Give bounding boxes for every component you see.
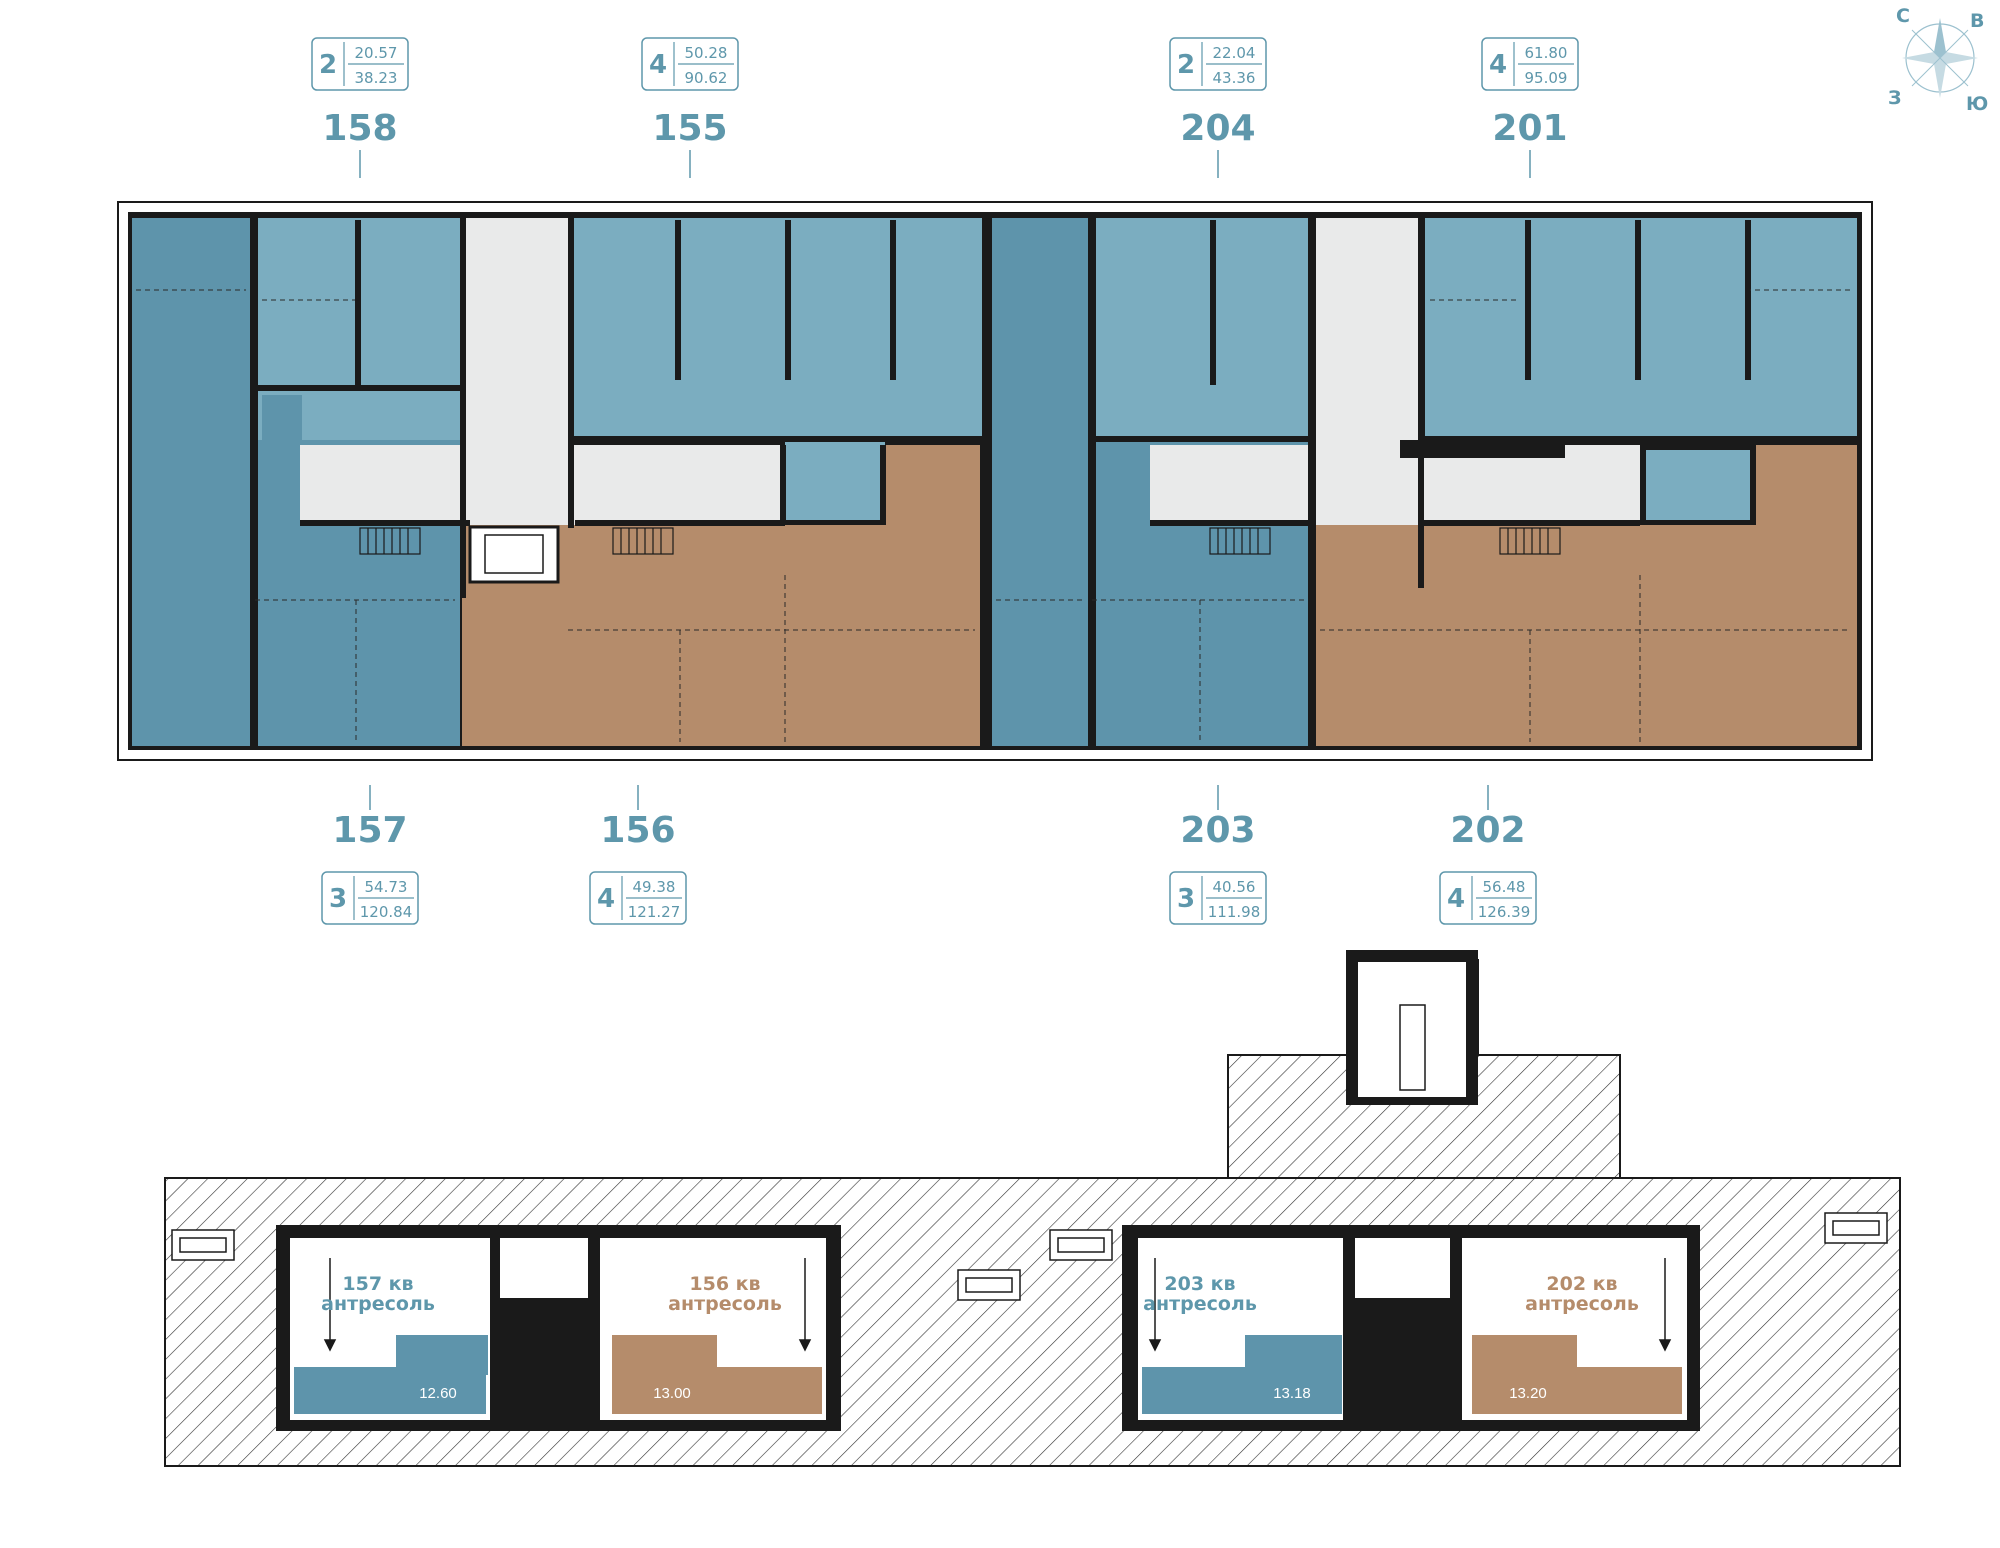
apartment-157-area — [132, 218, 250, 746]
total-area: 126.39 — [1478, 903, 1531, 921]
apartment-labels: 158 2 20.57 38.23 155 4 50.28 90.62 204 2 22.04 43.… — [311, 37, 1579, 925]
total-area: 38.23 — [355, 69, 398, 87]
compass-n-label: С — [1896, 5, 1910, 27]
apartment-number: 204 — [1180, 108, 1255, 149]
mezzanine-plan — [164, 950, 1901, 1467]
stair-arrows — [323, 1258, 1672, 1352]
mezzanine-apartment: 157 кв — [342, 1273, 413, 1295]
total-area: 121.27 — [628, 903, 681, 921]
compass-needle-e — [1940, 52, 1978, 64]
apartment-number: 155 — [652, 108, 727, 149]
compass-s-label: Ю — [1966, 93, 1988, 115]
apartment-label-156: 156 4 49.38 121.27 — [589, 785, 687, 925]
apartment-201-area — [1640, 450, 1750, 520]
total-area: 90.62 — [685, 69, 728, 87]
mezzanine-caption: антресоль — [1525, 1293, 1639, 1315]
apartment-157-area — [262, 395, 302, 445]
mezzanine-caption: антресоль — [321, 1293, 435, 1315]
stairwell — [1358, 962, 1466, 1097]
stair-landing — [1399, 1004, 1426, 1091]
apartment-number: 203 — [1180, 810, 1255, 851]
compass-needle-n — [1934, 18, 1946, 58]
mezzanine-apartment: 203 кв — [1164, 1273, 1235, 1295]
room-count: 4 — [1489, 50, 1507, 80]
stair-symbols — [359, 527, 1561, 555]
apartment-number: 201 — [1492, 108, 1567, 149]
apartment-label-202: 202 4 56.48 126.39 — [1439, 785, 1537, 925]
room-count: 4 — [649, 50, 667, 80]
mezzanine-157-area — [396, 1335, 488, 1375]
corridor — [1150, 445, 1640, 525]
living-area: 50.28 — [685, 44, 728, 62]
living-area: 56.48 — [1483, 878, 1526, 896]
mezzanine-area-value: 12.60 — [419, 1385, 457, 1402]
apartment-204-area — [1096, 218, 1308, 440]
room-count: 2 — [319, 50, 337, 80]
mezzanine-caption: антресоль — [668, 1293, 782, 1315]
apartment-203-area — [992, 218, 1088, 746]
room-count: 2 — [1177, 50, 1195, 80]
interior-walls — [250, 218, 1857, 748]
apartment-label-155: 155 4 50.28 90.62 — [641, 37, 739, 178]
mezzanine-202-area — [1472, 1335, 1577, 1375]
apartment-155-area — [785, 440, 885, 520]
apartment-number: 157 — [332, 810, 407, 851]
apartment-label-204: 204 2 22.04 43.36 — [1169, 37, 1267, 178]
living-area: 20.57 — [355, 44, 398, 62]
living-area: 61.80 — [1525, 44, 1568, 62]
living-area: 22.04 — [1213, 44, 1256, 62]
compass-needle-w — [1902, 52, 1940, 64]
apartment-202-area — [1755, 445, 1857, 525]
compass: С В З Ю — [1888, 5, 1988, 115]
compass-needle-s — [1934, 58, 1946, 98]
apartment-155-area — [572, 218, 982, 440]
room-count: 3 — [329, 884, 347, 914]
apartment-label-201: 201 4 61.80 95.09 — [1481, 37, 1579, 178]
compass-e-label: В — [1970, 10, 1984, 32]
room-divisions — [136, 289, 1850, 742]
living-area: 40.56 — [1213, 878, 1256, 896]
mezzanine-area-value: 13.18 — [1273, 1385, 1311, 1402]
mezzanine-area-value: 13.00 — [653, 1385, 691, 1402]
room-count: 4 — [597, 884, 615, 914]
mezzanine-203-area — [1245, 1335, 1342, 1375]
room-count: 3 — [1177, 884, 1195, 914]
room-count: 4 — [1447, 884, 1465, 914]
main-floor-plan — [117, 201, 1873, 761]
corridor — [300, 445, 780, 525]
compass-w-label: З — [1888, 87, 1902, 109]
mezzanine-area-value: 13.20 — [1509, 1385, 1547, 1402]
mezzanine-apartment: 202 кв — [1546, 1273, 1617, 1295]
elevator-car — [484, 534, 544, 574]
apartment-202-area — [1315, 525, 1857, 746]
total-area: 120.84 — [360, 903, 413, 921]
apartment-label-158: 158 2 20.57 38.23 — [311, 37, 409, 178]
vent-symbols — [171, 1212, 1888, 1301]
living-area: 49.38 — [633, 878, 676, 896]
apartment-number: 156 — [600, 810, 675, 851]
apartment-label-157: 157 3 54.73 120.84 — [321, 785, 419, 925]
compass-diagonal — [1911, 29, 1969, 87]
total-area: 95.09 — [1525, 69, 1568, 87]
mezzanine-156-area — [612, 1335, 717, 1375]
mezzanine-caption: антресоль — [1143, 1293, 1257, 1315]
living-area: 54.73 — [365, 878, 408, 896]
total-area: 111.98 — [1208, 903, 1261, 921]
total-area: 43.36 — [1213, 69, 1256, 87]
apartment-number: 202 — [1450, 810, 1525, 851]
apartment-number: 158 — [322, 108, 397, 149]
mezzanine-apartment: 156 кв — [689, 1273, 760, 1295]
apartment-label-203: 203 3 40.56 111.98 — [1169, 785, 1267, 925]
apartment-156-area — [885, 445, 980, 525]
